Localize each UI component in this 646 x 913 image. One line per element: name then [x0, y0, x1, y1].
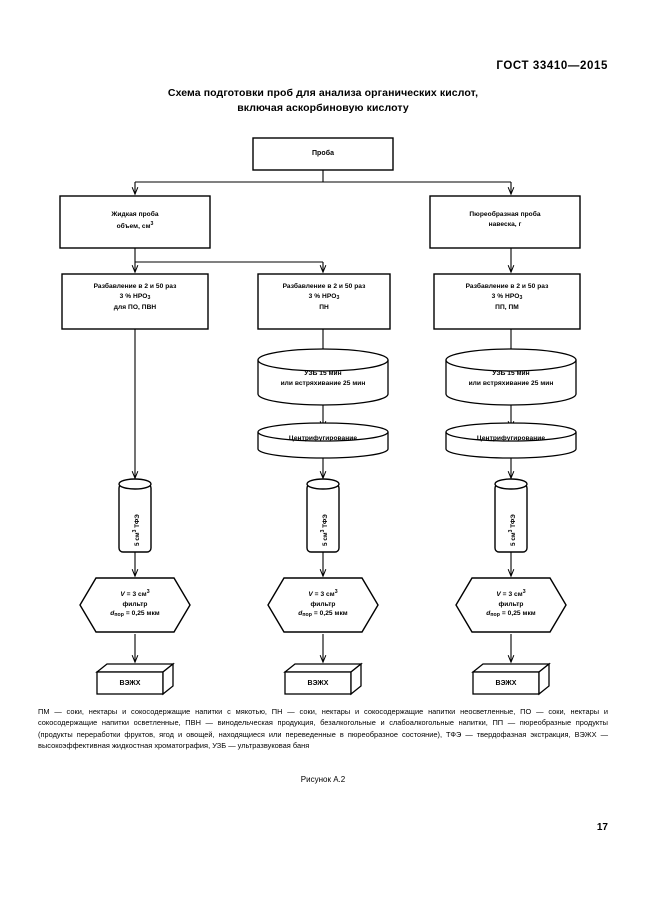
- figure-caption: Рисунок А.2: [300, 775, 346, 784]
- standard-header: ГОСТ 33410—2015: [496, 60, 608, 72]
- flowchart-canvas: [59, 137, 581, 696]
- node-puree-sample-box: [429, 195, 581, 249]
- node-liquid-sample-box: [59, 195, 211, 249]
- node-filter-mid-hexagon: [267, 577, 379, 633]
- node-spe-mid-column: [306, 478, 340, 553]
- figure-title: Схема подготовки проб для анализа органи…: [0, 86, 646, 116]
- node-hplc-mid-box3d: [283, 662, 363, 696]
- node-hplc-left-box3d: [95, 662, 175, 696]
- node-spe-right-column: [494, 478, 528, 553]
- node-sample-box: [252, 137, 394, 171]
- node-centrifuge-mid-cylinder: [257, 422, 389, 459]
- figure-legend: ПМ — соки, нектары и сокосодержащие напи…: [38, 707, 608, 751]
- node-ultrasound-right-cylinder: [445, 348, 577, 406]
- flowchart-diagram: Проба Жидкая проба объем, см3 Пюреобразн…: [59, 137, 581, 696]
- node-spe-left-column: [118, 478, 152, 553]
- node-dilution-left-box: [61, 273, 209, 330]
- node-ultrasound-mid-cylinder: [257, 348, 389, 406]
- node-hplc-right-box3d: [471, 662, 551, 696]
- node-filter-left-hexagon: [79, 577, 191, 633]
- node-centrifuge-right-cylinder: [445, 422, 577, 459]
- node-spe-right-label: 5 см3 ТФЭ: [508, 514, 517, 546]
- figure-title-line-1: Схема подготовки проб для анализа органи…: [167, 87, 479, 99]
- node-spe-mid-label: 5 см3 ТФЭ: [320, 514, 329, 546]
- node-dilution-mid-box: [257, 273, 391, 330]
- node-spe-left-label: 5 см3 ТФЭ: [132, 514, 141, 546]
- node-dilution-right-box: [433, 273, 581, 330]
- page-number: 17: [596, 822, 608, 833]
- figure-title-line-2: включая аскорбиновую кислоту: [237, 102, 409, 114]
- node-filter-right-hexagon: [455, 577, 567, 633]
